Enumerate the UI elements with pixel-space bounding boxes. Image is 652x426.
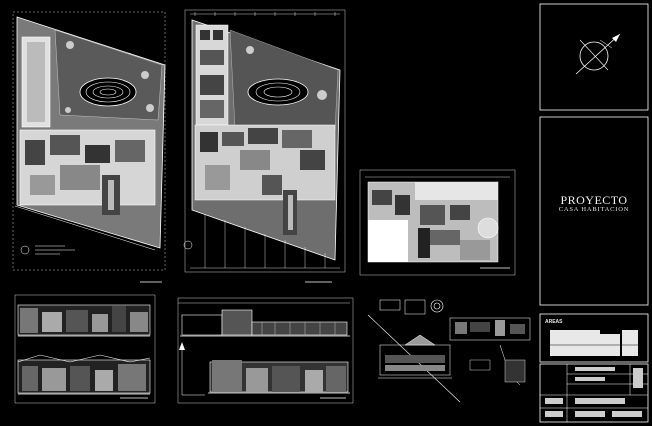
title-block xyxy=(539,3,649,423)
site-plan-left xyxy=(12,11,166,283)
floor-plan-right xyxy=(359,169,516,276)
floor-plan-center xyxy=(183,9,346,283)
project-label: PROYECTO xyxy=(560,193,628,207)
north-arrow-icon xyxy=(575,33,621,75)
areas-label: AREAS xyxy=(545,319,563,325)
project-name: CASA HABITACION xyxy=(558,206,630,213)
construction-details xyxy=(367,299,531,403)
elevations-center xyxy=(177,297,354,404)
elevations-left xyxy=(14,294,156,404)
